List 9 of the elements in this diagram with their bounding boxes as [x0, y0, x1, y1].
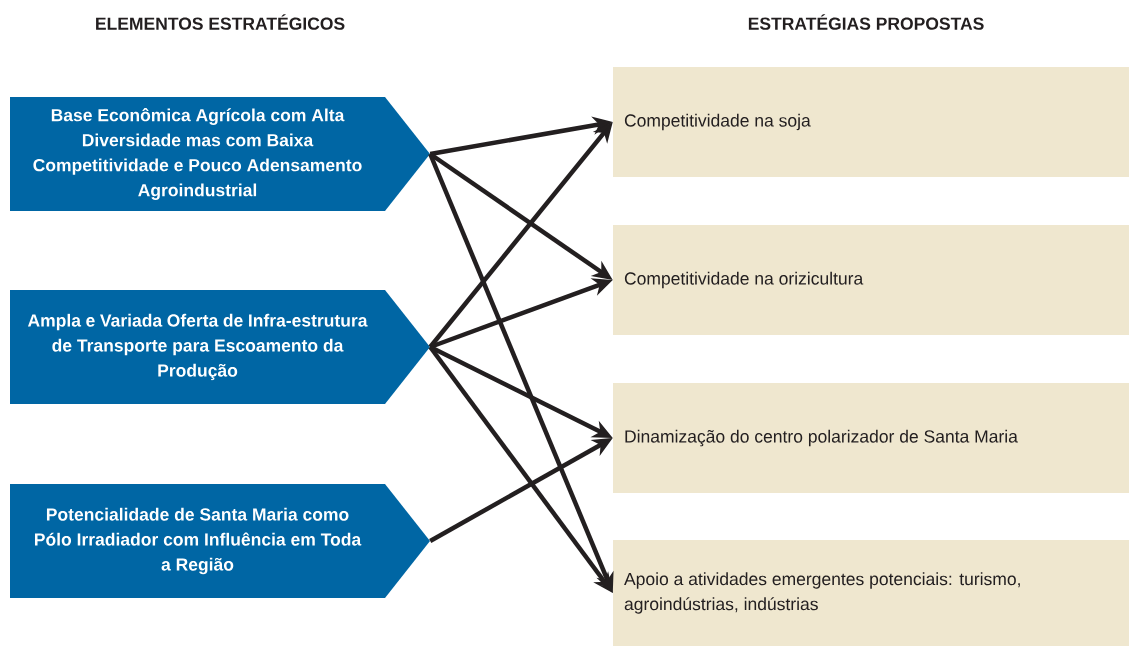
strategy-box: Competitividade na soja [613, 67, 1129, 177]
chevron-box: Base Econômica Agrícola com Alta Diversidade mas com Baixa Competitividade e Pouco Adensamento Agroindustrial [10, 97, 430, 211]
column-heading: ELEMENTOS ESTRATÉGICOS [96, 14, 345, 30]
column-heading: ESTRATÉGIAS PROPOSTAS [748, 14, 984, 30]
strategy-box: Dinamização do centro polarizador de Santa Maria [613, 383, 1129, 493]
strategy-box: Competitividade na orizicultura [613, 225, 1129, 335]
chevron-box: Potencialidade de Santa Maria como Pólo Irradiador com Influência em Toda a Região [10, 484, 430, 598]
strategy-box: Apoio a atividades emergentes potenciais: turismo, agroindústrias, indústrias [613, 540, 1129, 646]
chevron-box: Ampla e Variada Oferta de Infra-estrutura de Transporte para Escoamento da Produção [10, 290, 430, 404]
